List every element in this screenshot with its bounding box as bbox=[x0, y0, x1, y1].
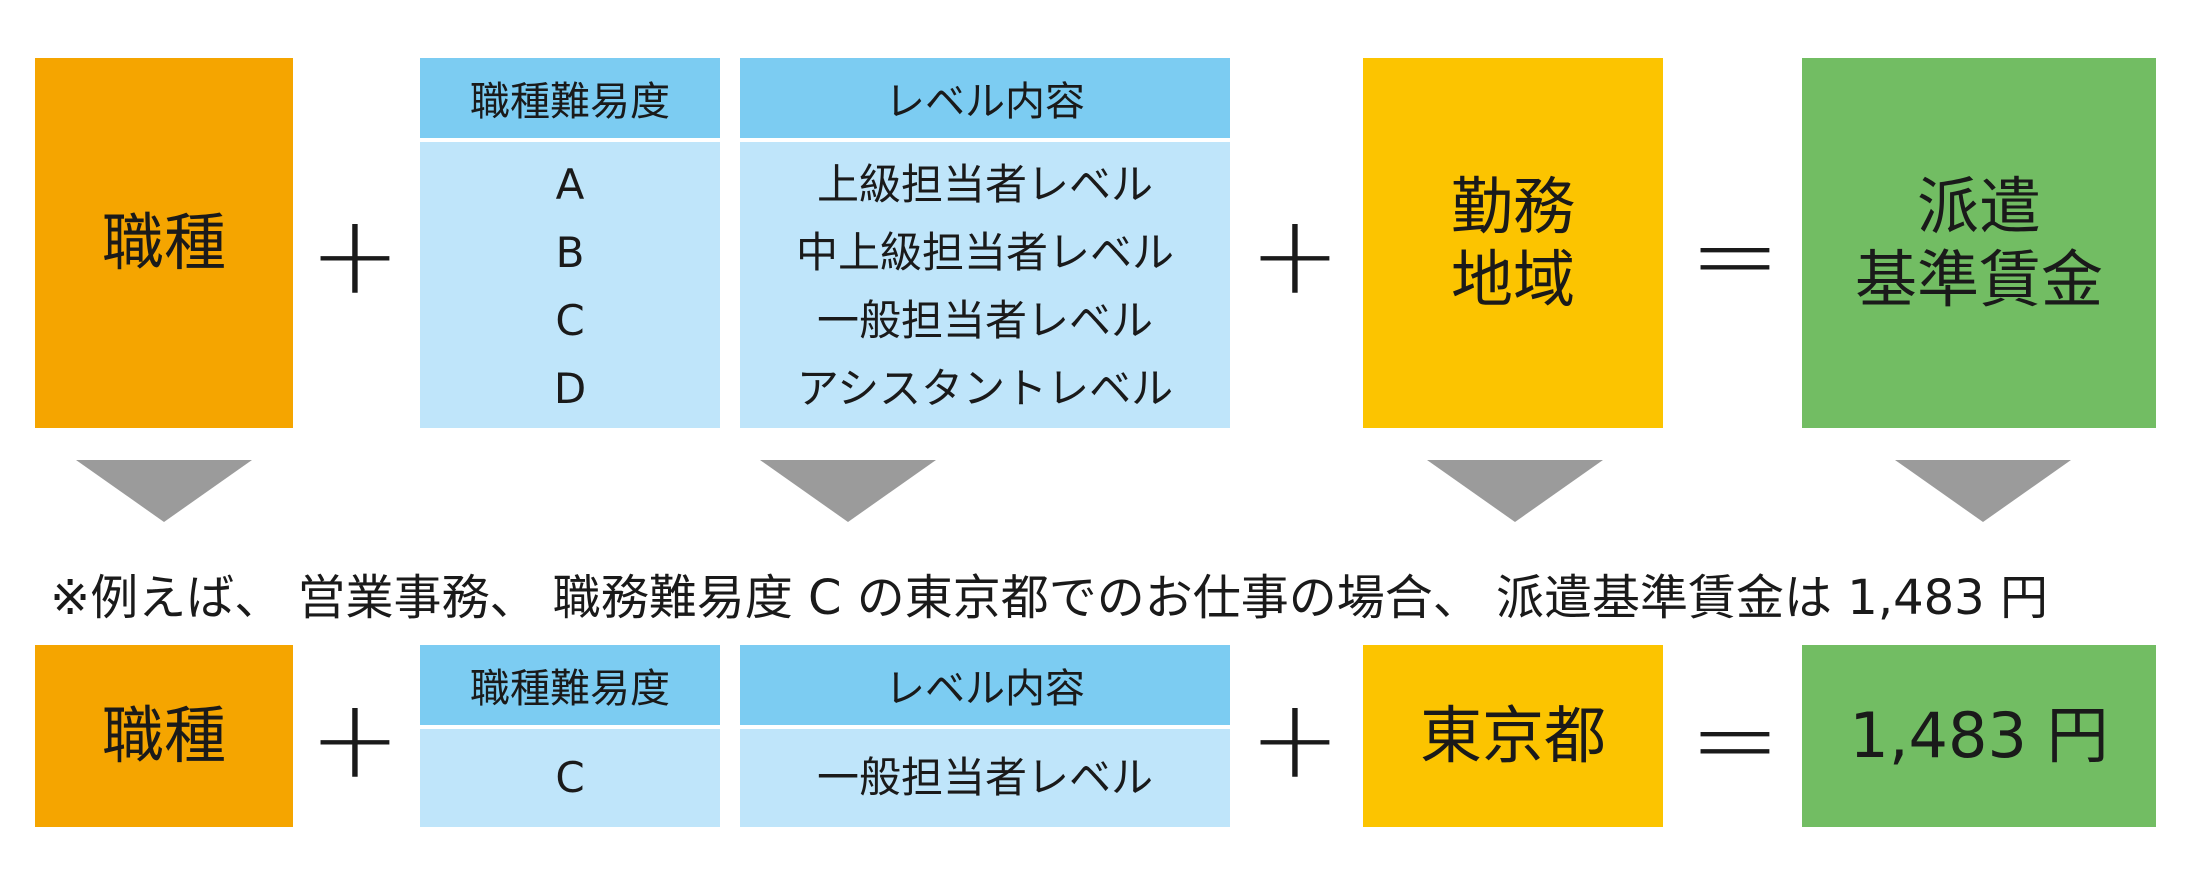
level-content-2: 中上級担当者レベル bbox=[795, 228, 1174, 277]
plus-operator-1: + bbox=[308, 191, 402, 319]
difficulty-level-a: A bbox=[555, 160, 585, 209]
work-area-line-2: 地域 bbox=[1450, 243, 1575, 316]
example-level-header-label: レベル内容 bbox=[885, 666, 1085, 712]
example-level-value: 一般担当者レベル bbox=[816, 753, 1153, 802]
example-difficulty-cell: C bbox=[420, 729, 720, 827]
down-arrow-4 bbox=[1895, 460, 2071, 522]
plus-operator-4: + bbox=[1248, 675, 1342, 803]
example-difficulty-header: 職種難易度 bbox=[420, 645, 720, 725]
example-area-label: 東京都 bbox=[1419, 699, 1606, 773]
level-content-header: レベル内容 bbox=[740, 58, 1230, 138]
down-arrow-2 bbox=[760, 460, 936, 522]
base-wage-line-1: 派遣 bbox=[1916, 169, 2041, 243]
level-content-list: 上級担当者レベル 中上級担当者レベル 一般担当者レベル アシスタントレベル bbox=[740, 142, 1230, 428]
example-job-type-box: 職種 bbox=[35, 645, 293, 827]
job-type-label: 職種 bbox=[101, 206, 226, 280]
example-wage-box: 1,483 円 bbox=[1802, 645, 2156, 827]
plus-operator-2: + bbox=[1248, 191, 1342, 319]
level-content-header-label: レベル内容 bbox=[885, 79, 1085, 125]
example-level-header: レベル内容 bbox=[740, 645, 1230, 725]
example-difficulty-header-label: 職種難易度 bbox=[470, 666, 670, 712]
work-area-box: 勤務 地域 bbox=[1363, 58, 1663, 428]
example-level-cell: 一般担当者レベル bbox=[740, 729, 1230, 827]
base-wage-box: 派遣 基準賃金 bbox=[1802, 58, 2156, 428]
example-job-type-label: 職種 bbox=[101, 699, 226, 773]
equals-operator-2: = bbox=[1688, 675, 1782, 803]
plus-operator-3: + bbox=[308, 675, 402, 803]
difficulty-level-b: B bbox=[555, 228, 585, 277]
level-content-4: アシスタントレベル bbox=[796, 364, 1174, 413]
difficulty-list: A B C D bbox=[420, 142, 720, 428]
down-arrow-3 bbox=[1427, 460, 1603, 522]
example-note: ※例えば、 営業事務、 職務難易度 C の東京都でのお仕事の場合、 派遣基準賃金… bbox=[50, 570, 2048, 626]
equals-operator-1: = bbox=[1688, 191, 1782, 319]
work-area-line-1: 勤務 bbox=[1450, 169, 1575, 243]
down-arrow-1 bbox=[76, 460, 252, 522]
example-wage-value: 1,483 円 bbox=[1849, 699, 2109, 773]
difficulty-level-d: D bbox=[553, 364, 587, 413]
example-difficulty-value: C bbox=[555, 753, 585, 802]
example-area-box: 東京都 bbox=[1363, 645, 1663, 827]
base-wage-line-2: 基準賃金 bbox=[1854, 243, 2103, 316]
level-content-3: 一般担当者レベル bbox=[816, 296, 1153, 345]
difficulty-header: 職種難易度 bbox=[420, 58, 720, 138]
difficulty-header-label: 職種難易度 bbox=[470, 79, 670, 125]
difficulty-level-c: C bbox=[555, 296, 585, 345]
level-content-1: 上級担当者レベル bbox=[816, 160, 1153, 209]
job-type-box: 職種 bbox=[35, 58, 293, 428]
